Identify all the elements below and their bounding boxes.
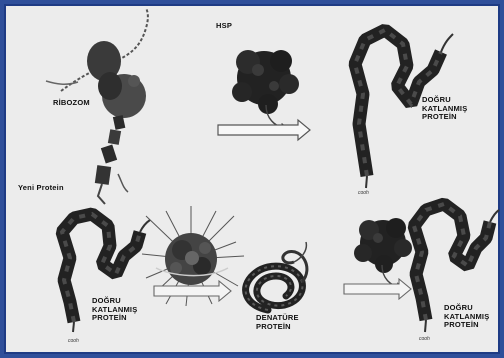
cooh-tag-bottom-left: cooh xyxy=(68,338,79,344)
cooh-tag-bottom-right: cooh xyxy=(419,336,430,342)
label-yeni-protein: Yeni Protein xyxy=(18,184,64,193)
hollow-arrow-top xyxy=(218,120,310,140)
diagram-frame: cooh cooh xyxy=(4,4,500,354)
label-denature-protein: DENATÜRE PROTEİN xyxy=(256,314,299,331)
cooh-tag-top: cooh xyxy=(358,190,369,196)
ribosome-blob xyxy=(87,41,146,118)
label-ribozom: RİBOZOM xyxy=(53,99,90,108)
nascent-protein xyxy=(95,115,128,204)
diagram-canvas: cooh cooh xyxy=(6,6,502,356)
hsp-blob xyxy=(232,50,299,129)
label-hsp: HSP xyxy=(216,22,232,31)
hsp-blob-bottom xyxy=(354,218,412,288)
label-dogru-katlanmis-bottom-right: DOĞRU KATLANMIŞ PROTEİN xyxy=(444,304,489,330)
label-dogru-katlanmis-top-right: DOĞRU KATLANMIŞ PROTEİN xyxy=(422,96,467,122)
denatured-protein xyxy=(246,242,307,310)
label-dogru-katlanmis-bottom-left: DOĞRU KATLANMIŞ PROTEİN xyxy=(92,297,137,323)
hollow-arrow-bottom-right xyxy=(344,279,411,299)
